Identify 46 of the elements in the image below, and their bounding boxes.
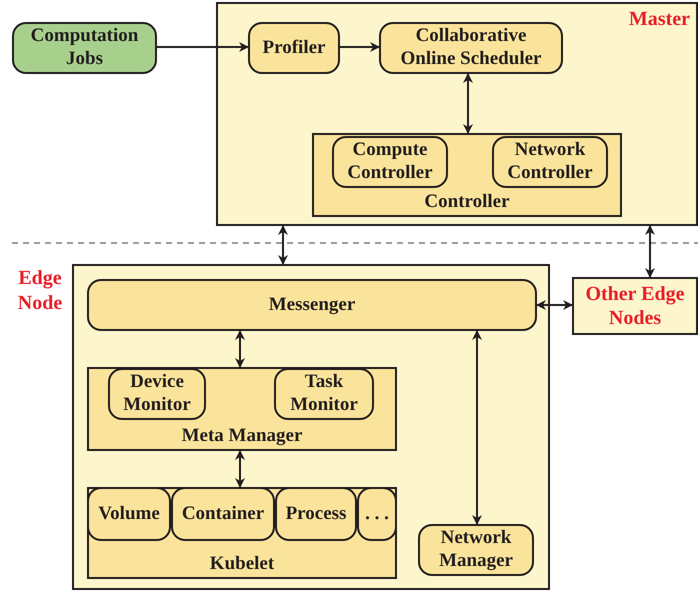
node-label: Container: [182, 502, 264, 526]
group-panel: [87, 487, 397, 579]
process-box: [108, 368, 206, 420]
section-label: Master: [628, 8, 690, 31]
arrow: [340, 42, 380, 52]
process-box: [87, 487, 171, 541]
process-box: [275, 487, 357, 541]
node-label: Kubelet: [208, 553, 276, 575]
arrow: [235, 450, 245, 488]
process-box: [418, 524, 534, 576]
arrow: [645, 225, 655, 278]
node-label: Compute Controller: [346, 139, 434, 185]
arrow: [472, 330, 482, 525]
group-panel: [312, 133, 622, 217]
input-box: [12, 22, 157, 74]
external-box: [572, 277, 698, 335]
node-label: Controller: [423, 191, 511, 213]
node-label: Process: [286, 502, 346, 526]
node-label: Task Monitor: [289, 371, 359, 417]
arrow: [536, 300, 573, 310]
process-box: [87, 279, 537, 331]
master-panel: [216, 2, 698, 226]
section-label: Other Edge Nodes: [584, 282, 686, 330]
process-box: [274, 368, 374, 420]
node-label: Messenger: [268, 294, 356, 316]
process-box: [492, 136, 608, 188]
process-box: [357, 487, 397, 541]
arrow: [235, 330, 245, 368]
node-label: Network Controller: [506, 139, 594, 185]
node-label: Meta Manager: [180, 425, 304, 447]
node-label: Volume: [98, 502, 160, 526]
process-box: [332, 136, 448, 188]
node-label: Collaborative Online Scheduler: [400, 25, 542, 71]
arrow: [157, 42, 249, 52]
node-label: Device Monitor: [122, 371, 192, 417]
node-label: . . .: [365, 502, 389, 526]
arrow: [278, 225, 288, 265]
process-box: [379, 22, 563, 74]
process-box: [171, 487, 275, 541]
section-label: Edge Node: [16, 266, 64, 316]
arrow: [463, 73, 473, 134]
node-label: Profiler: [262, 36, 326, 60]
group-panel: [87, 367, 397, 451]
node-label: Network Manager: [438, 527, 514, 573]
process-box: [248, 22, 340, 74]
node-label: Computation Jobs: [30, 25, 140, 71]
